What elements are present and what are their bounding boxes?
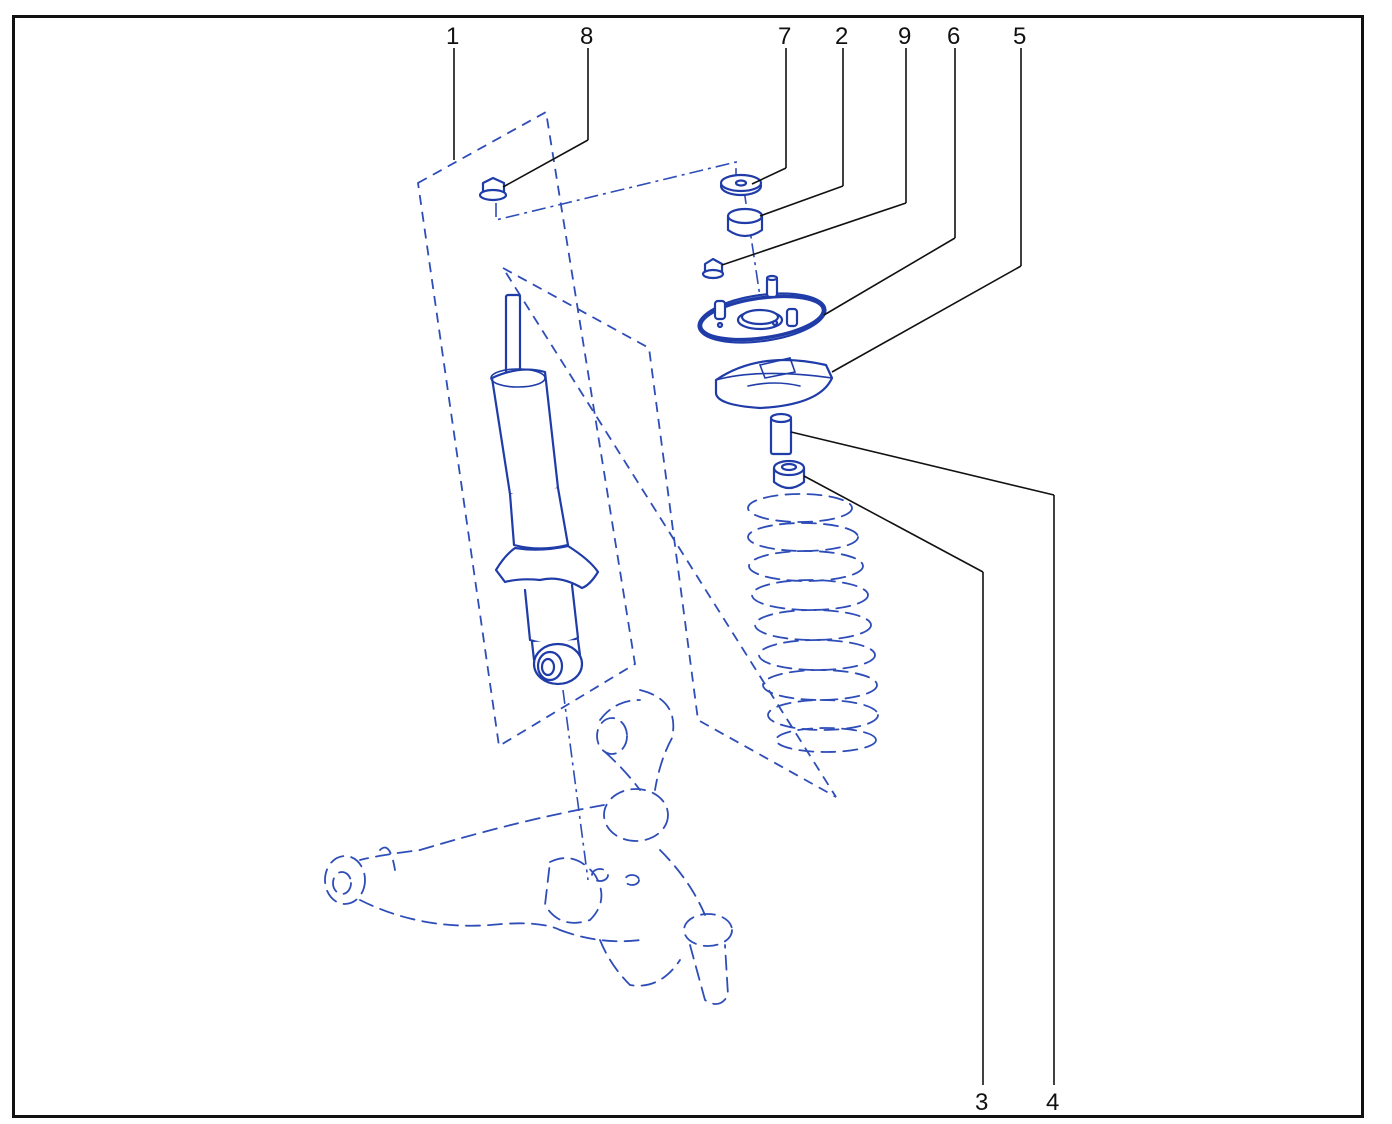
callout-8: 8 bbox=[580, 23, 593, 50]
bump-stop-sleeve-part bbox=[769, 412, 793, 456]
spring-insulator-part bbox=[714, 357, 834, 410]
shock-group-box bbox=[417, 110, 636, 748]
callout-4: 4 bbox=[1046, 1089, 1059, 1116]
washer-part bbox=[719, 173, 763, 197]
nut-to-washer-centerline bbox=[495, 160, 737, 222]
shock-axis-centerline bbox=[562, 689, 589, 881]
callout-3: 3 bbox=[975, 1089, 988, 1116]
spring-group-box bbox=[500, 265, 837, 798]
leader-8b bbox=[502, 139, 589, 188]
callout-labels: 1 8 7 2 9 6 5 3 4 bbox=[446, 23, 1059, 1116]
leader-2b bbox=[759, 185, 844, 217]
leader-6b bbox=[823, 237, 956, 316]
bushing-part bbox=[726, 207, 764, 238]
callout-2: 2 bbox=[835, 23, 848, 50]
leader-9b bbox=[721, 202, 907, 266]
callout-9: 9 bbox=[898, 23, 911, 50]
leader-3b bbox=[803, 475, 984, 573]
coil-spring-part bbox=[747, 493, 879, 753]
leader-5b bbox=[831, 265, 1022, 373]
callout-6: 6 bbox=[947, 23, 960, 50]
callout-1: 1 bbox=[446, 23, 459, 50]
leader-4b bbox=[790, 431, 1055, 496]
leader-7b bbox=[751, 167, 787, 185]
diagram-frame bbox=[12, 15, 1364, 1118]
callout-7: 7 bbox=[778, 23, 791, 50]
upper-mount-plate-part bbox=[697, 274, 827, 344]
callout-5: 5 bbox=[1013, 23, 1026, 50]
flange-nut-part bbox=[478, 176, 508, 202]
shock-absorber-part bbox=[490, 293, 600, 686]
bump-stop-part bbox=[772, 459, 806, 490]
lower-control-arm-part bbox=[324, 689, 733, 1005]
leader-lines bbox=[453, 48, 1055, 1085]
mount-nut-part bbox=[701, 257, 725, 280]
